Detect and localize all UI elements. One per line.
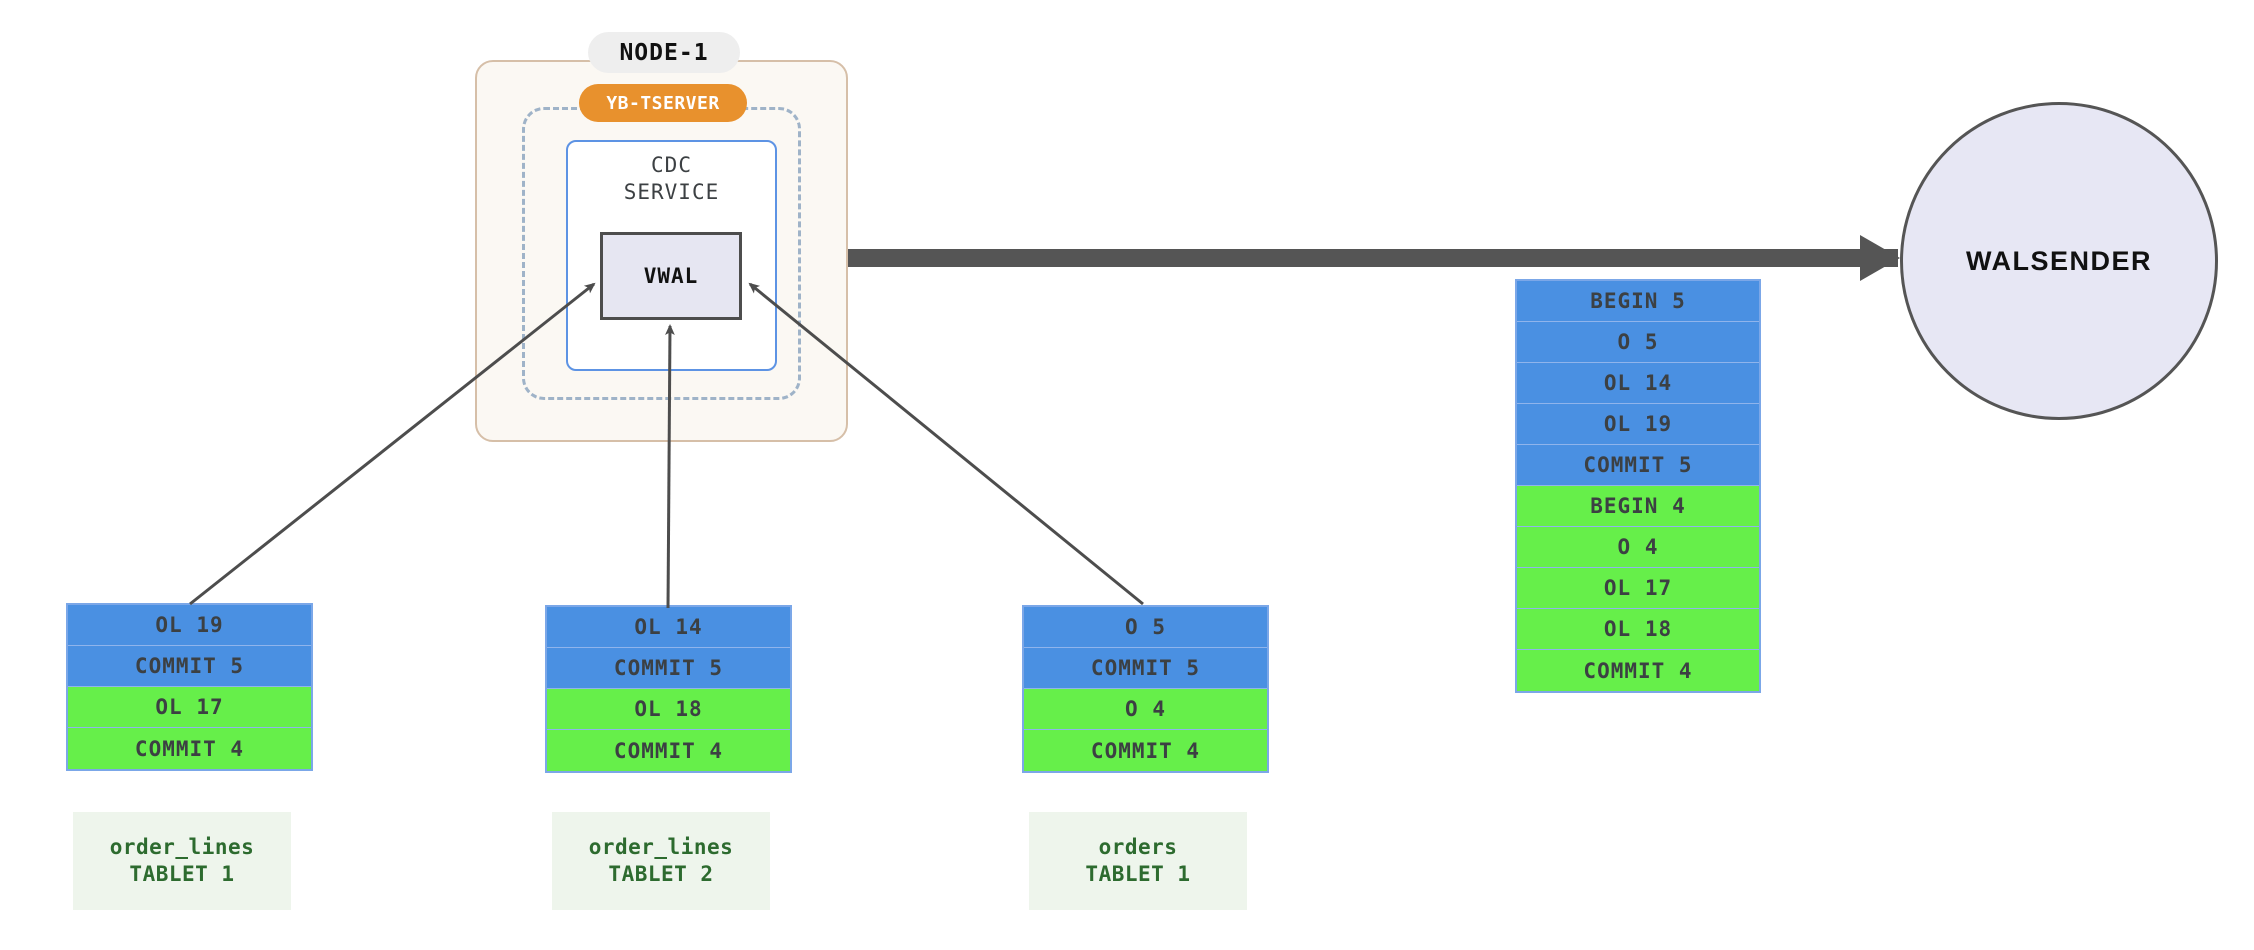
record-row: COMMIT 4 <box>547 730 790 771</box>
tablet-table-name: order_lines <box>109 834 255 859</box>
record-row: COMMIT 5 <box>1024 648 1267 689</box>
record-row: COMMIT 5 <box>68 646 311 687</box>
stream-record-row: O 5 <box>1517 322 1759 363</box>
stream-record-row: OL 14 <box>1517 363 1759 404</box>
stream-record-row: OL 18 <box>1517 609 1759 650</box>
node-badge: NODE-1 <box>588 32 740 73</box>
record-row: COMMIT 4 <box>68 728 311 769</box>
tablet-number: TABLET 2 <box>608 862 714 886</box>
walsender-node: WALSENDER <box>1900 102 2218 420</box>
record-row: OL 19 <box>68 605 311 646</box>
stream-record-row: OL 17 <box>1517 568 1759 609</box>
tablet-table-name: order_lines <box>588 834 734 859</box>
stream-record-row: COMMIT 4 <box>1517 650 1759 691</box>
record-row: COMMIT 4 <box>1024 730 1267 771</box>
record-row: OL 17 <box>68 687 311 728</box>
record-row: OL 18 <box>547 689 790 730</box>
stream-record-row: COMMIT 5 <box>1517 445 1759 486</box>
stream-record-row: OL 19 <box>1517 404 1759 445</box>
cdc-service-label: CDC SERVICE <box>623 153 720 204</box>
tablet-number: TABLET 1 <box>1085 862 1191 886</box>
tablet-table-name: orders <box>1098 834 1178 859</box>
yb-tserver-badge: YB-TSERVER <box>579 84 747 122</box>
vwal-box: VWAL <box>600 232 742 320</box>
record-row: O 4 <box>1024 689 1267 730</box>
stream-record-row: BEGIN 5 <box>1517 281 1759 322</box>
record-row: OL 14 <box>547 607 790 648</box>
record-row: COMMIT 5 <box>547 648 790 689</box>
stream-record-row: O 4 <box>1517 527 1759 568</box>
stream-record-row: BEGIN 4 <box>1517 486 1759 527</box>
tablet-number: TABLET 1 <box>129 862 235 886</box>
record-row: O 5 <box>1024 607 1267 648</box>
